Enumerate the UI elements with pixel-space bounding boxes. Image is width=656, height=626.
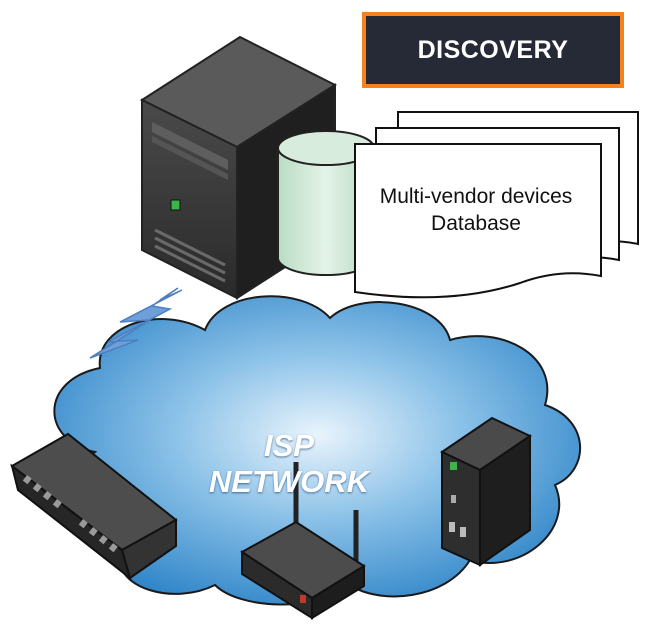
rack-switch-icon: [10, 432, 178, 581]
database-caption: Multi-vendor devices Database: [358, 183, 594, 237]
wifi-router-icon: [240, 462, 366, 620]
network-label: ISP NETWORK: [208, 428, 370, 499]
database-caption-line1: Multi-vendor devices: [379, 185, 573, 208]
documents-stack-icon: [354, 111, 639, 299]
database-caption-line2: Database: [431, 212, 521, 235]
mini-server-icon: [439, 416, 533, 567]
discovery-badge: DISCOVERY: [362, 12, 624, 88]
discovery-label: DISCOVERY: [417, 35, 569, 64]
lightning-arrow-icon: [89, 287, 183, 359]
